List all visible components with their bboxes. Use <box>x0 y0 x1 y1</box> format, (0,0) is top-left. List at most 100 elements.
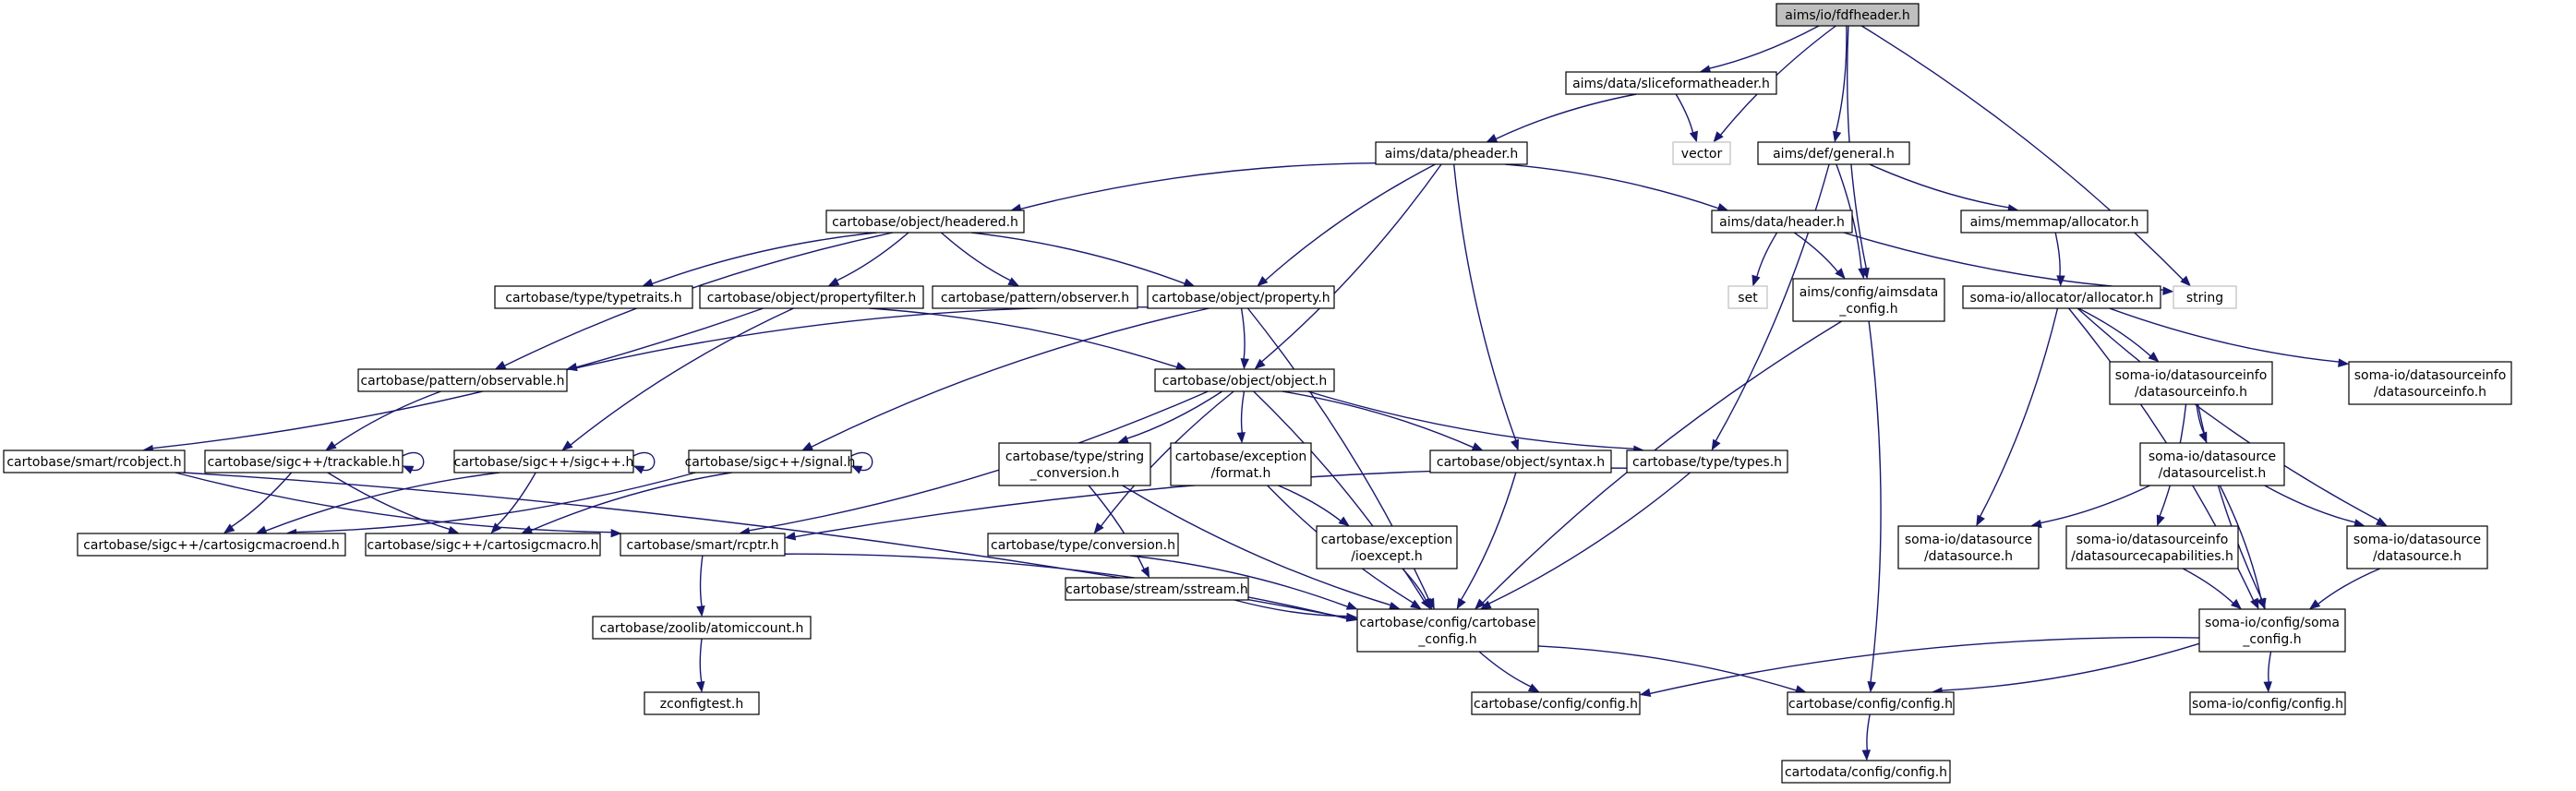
node-headered[interactable]: cartobase/object/headered.h <box>825 210 1025 234</box>
node-box <box>932 285 1138 309</box>
node-trackable[interactable]: cartobase/sigc++/trackable.h <box>204 449 403 473</box>
node-label: /ioexcept.h <box>1351 549 1423 564</box>
node-label: soma-io/datasourceinfo <box>2115 368 2268 383</box>
edge-general-to-allocator_mm <box>1869 163 2019 213</box>
node-box <box>644 691 760 715</box>
node-label: aims/config/aimsdata <box>1800 285 1939 300</box>
edge-propertyfilter-to-sigcpp <box>561 307 794 451</box>
edge-object-to-syntax <box>1282 390 1484 451</box>
node-cb_config_b[interactable]: cartobase/config/config.h <box>1787 691 1955 715</box>
node-dslist[interactable]: soma-io/datasource/datasourcelist.h <box>2139 442 2285 486</box>
edge-general-to-types <box>1711 163 1830 451</box>
edge-propertyfilter-to-object <box>869 307 1187 371</box>
edge-headered-to-property <box>970 232 1196 287</box>
node-label: cartobase/smart/rcptr.h <box>627 538 779 553</box>
node-label: cartobase/sigc++/sigc++.h <box>454 455 634 470</box>
node-cb_config_a[interactable]: cartobase/config/config.h <box>1471 691 1641 715</box>
node-box <box>699 285 924 309</box>
node-box <box>688 449 852 473</box>
node-box <box>204 449 403 473</box>
node-label: cartobase/config/cartobase <box>1359 616 1535 630</box>
node-box <box>1429 449 1612 473</box>
node-syntax[interactable]: cartobase/object/syntax.h <box>1429 449 1612 473</box>
node-set: set <box>1727 285 1768 309</box>
node-property[interactable]: cartobase/object/property.h <box>1147 285 1335 309</box>
node-box <box>494 285 693 309</box>
node-ds_a[interactable]: soma-io/datasource/datasource.h <box>1897 525 2040 569</box>
edge-headered-to-observer <box>940 232 1019 287</box>
node-box <box>1672 141 1731 165</box>
node-dsinfo1[interactable]: soma-io/datasourceinfo/datasourceinfo.h <box>2109 361 2273 405</box>
node-label: aims/data/sliceformatheader.h <box>1572 77 1770 91</box>
node-observable[interactable]: cartobase/pattern/observable.h <box>357 368 568 392</box>
edge-property-to-object <box>1240 307 1249 370</box>
edge-property-to-signal <box>801 307 1210 451</box>
nodes-layer: aims/io/fdfheader.haims/data/sliceformat… <box>3 3 2512 784</box>
node-box <box>1781 760 1951 784</box>
edge-exc_format-to-ioexcept <box>1278 485 1350 527</box>
node-aimsdata_config[interactable]: aims/config/aimsdata _config.h <box>1792 278 1945 322</box>
edge-object-to-conversion <box>1093 390 1234 534</box>
node-sigcpp[interactable]: cartobase/sigc++/sigc++.h <box>453 449 634 473</box>
edge-dsinfo1-to-soma_config <box>2197 403 2266 610</box>
node-object[interactable]: cartobase/object/object.h <box>1154 368 1335 392</box>
node-exc_format[interactable]: cartobase/exception/format.h <box>1170 442 1312 486</box>
node-rcptr[interactable]: cartobase/smart/rcptr.h <box>620 533 786 557</box>
edge-soma_allocator-to-ds_a <box>1976 307 2059 527</box>
node-label: /datasourcelist.h <box>2159 466 2267 481</box>
node-soma_allocator[interactable]: soma-io/allocator/allocator.h <box>1962 285 2161 309</box>
node-label: aims/memmap/allocator.h <box>1970 215 2139 230</box>
edge-fdfheader-to-general <box>1832 25 1848 143</box>
node-cartobase_config[interactable]: cartobase/config/cartobase _config.h <box>1356 608 1539 653</box>
node-box <box>1065 577 1249 601</box>
node-zconfigtest[interactable]: zconfigtest.h <box>644 691 760 715</box>
node-label: soma-io/datasourceinfo <box>2354 368 2507 383</box>
node-box <box>453 449 634 473</box>
edge-general-to-aimsdata_config <box>1836 163 1867 280</box>
node-propertyfilter[interactable]: cartobase/object/propertyfilter.h <box>699 285 924 309</box>
node-label: cartobase/exception <box>1321 533 1453 547</box>
node-soma_config[interactable]: soma-io/config/soma_config.h <box>2198 608 2346 653</box>
node-box <box>2198 608 2346 653</box>
node-sigcmacro[interactable]: cartobase/sigc++/cartosigcmacro.h <box>365 533 601 557</box>
node-soma_config_h[interactable]: soma-io/config/config.h <box>2189 691 2346 715</box>
node-typetraits[interactable]: cartobase/type/typetraits.h <box>494 285 693 309</box>
node-label: /datasourceinfo.h <box>2135 385 2247 400</box>
node-header[interactable]: aims/data/header.h <box>1711 210 1853 234</box>
node-sliceformatheader[interactable]: aims/data/sliceformatheader.h <box>1565 71 1777 95</box>
node-general[interactable]: aims/def/general.h <box>1757 141 1910 165</box>
node-label: cartobase/sigc++/cartosigcmacroend.h <box>83 538 340 553</box>
node-box <box>1565 71 1777 95</box>
node-allocator_mm[interactable]: aims/memmap/allocator.h <box>1960 210 2149 234</box>
node-label: _config.h <box>1838 302 1897 317</box>
node-sigcmacroend[interactable]: cartobase/sigc++/cartosigcmacroend.h <box>77 533 346 557</box>
node-ds_b[interactable]: soma-io/datasource/datasource.h <box>2346 525 2488 569</box>
node-label: _config.h <box>1417 632 1476 647</box>
node-rcobject[interactable]: cartobase/smart/rcobject.h <box>3 449 186 473</box>
node-types[interactable]: cartobase/type/types.h <box>1626 449 1788 473</box>
node-cartodata_config[interactable]: cartodata/config/config.h <box>1781 760 1951 784</box>
node-string_conversion[interactable]: cartobase/type/string_conversion.h <box>998 442 1151 486</box>
node-label: cartobase/zoolib/atomiccount.h <box>600 621 804 636</box>
node-box <box>365 533 601 557</box>
node-label: soma-io/datasource <box>1905 533 2032 547</box>
node-dscap[interactable]: soma-io/datasourceinfo/datasourcecapabil… <box>2065 525 2239 569</box>
edge-sliceformatheader-to-vector <box>1675 93 1698 143</box>
node-label: soma-io/datasource <box>2353 533 2481 547</box>
node-pheader[interactable]: aims/data/pheader.h <box>1375 141 1528 165</box>
node-sstream[interactable]: cartobase/stream/sstream.h <box>1065 577 1249 601</box>
node-dsinfo2[interactable]: soma-io/datasourceinfo/datasourceinfo.h <box>2348 361 2512 405</box>
node-atomiccount[interactable]: cartobase/zoolib/atomiccount.h <box>592 616 812 640</box>
node-box <box>1792 278 1945 322</box>
node-signal[interactable]: cartobase/sigc++/signal.h <box>685 449 856 473</box>
node-box <box>1626 449 1788 473</box>
edge-pheader-to-header <box>1504 163 1729 211</box>
node-observer[interactable]: cartobase/pattern/observer.h <box>932 285 1138 309</box>
edge-aimsdata_config-to-cb_config_b <box>1867 320 1882 693</box>
node-box <box>2065 525 2239 569</box>
node-conversion[interactable]: cartobase/type/conversion.h <box>987 533 1179 557</box>
node-ioexcept[interactable]: cartobase/exception/ioexcept.h <box>1316 525 1458 569</box>
node-label: soma-io/datasource <box>2149 449 2276 464</box>
edge-pheader-to-object <box>1254 163 1442 370</box>
